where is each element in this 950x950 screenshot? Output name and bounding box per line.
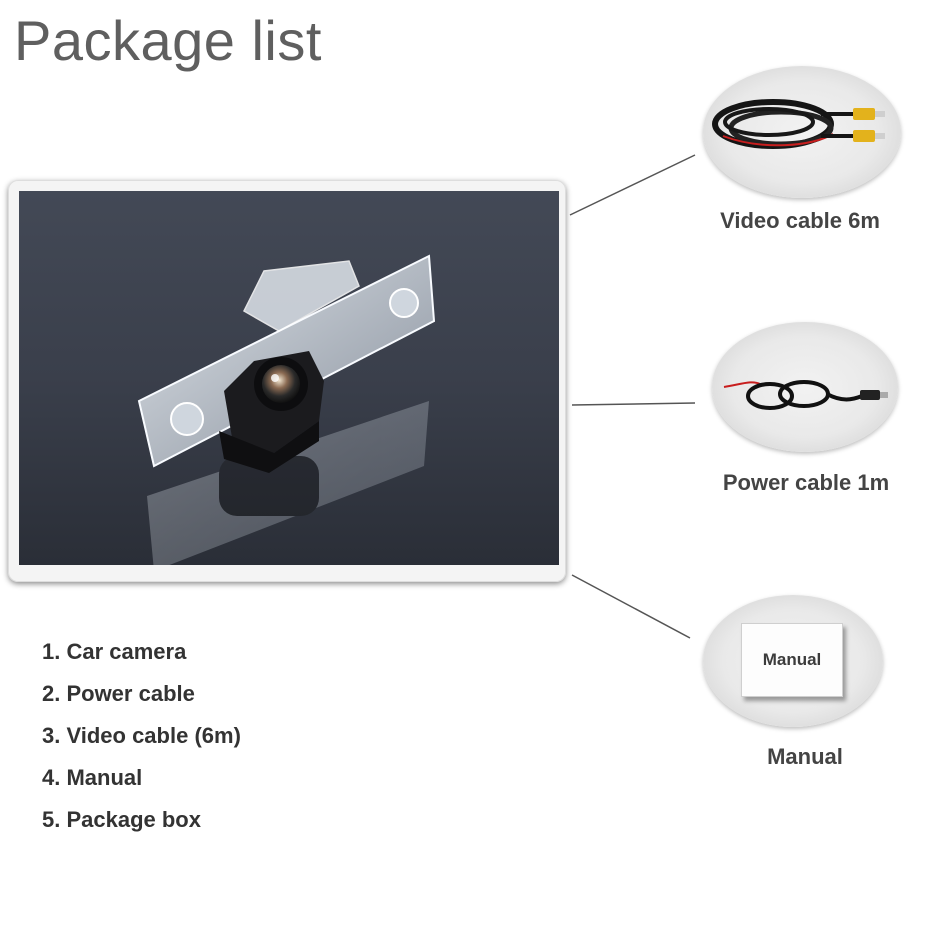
connector-line-video	[569, 154, 696, 216]
list-item: 5. Package box	[42, 807, 201, 832]
page-title: Package list	[14, 9, 322, 72]
package-contents-list: 1. Car camera 2. Power cable 3. Video ca…	[42, 638, 241, 848]
list-item: 2. Power cable	[42, 681, 195, 706]
list-item: 3. Video cable (6m)	[42, 723, 241, 748]
connector-line-manual	[571, 574, 691, 639]
power-cable-caption: Power cable 1m	[722, 470, 890, 495]
car-camera-image	[19, 191, 559, 565]
list-item: 1. Car camera	[42, 639, 187, 664]
list-item: 4. Manual	[42, 765, 143, 790]
manual-caption: Manual	[767, 744, 843, 769]
video-cable-caption: Video cable 6m	[720, 208, 880, 233]
power-cable-image	[712, 322, 898, 452]
manual-card-label: Manual	[741, 623, 843, 697]
connector-line-power	[571, 402, 696, 406]
video-cable-image	[703, 66, 901, 198]
